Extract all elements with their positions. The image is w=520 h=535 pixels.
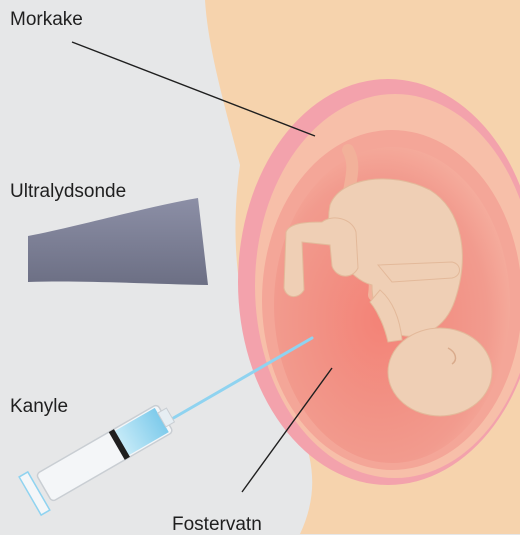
- label-needle: Kanyle: [10, 397, 68, 416]
- label-ultrasound-probe: Ultralydsonde: [10, 182, 126, 201]
- label-amniotic-fluid: Fostervatn: [172, 515, 262, 534]
- syringe-needle: [19, 338, 312, 515]
- ultrasound-probe: [28, 198, 208, 285]
- label-placenta: Morkake: [10, 10, 83, 29]
